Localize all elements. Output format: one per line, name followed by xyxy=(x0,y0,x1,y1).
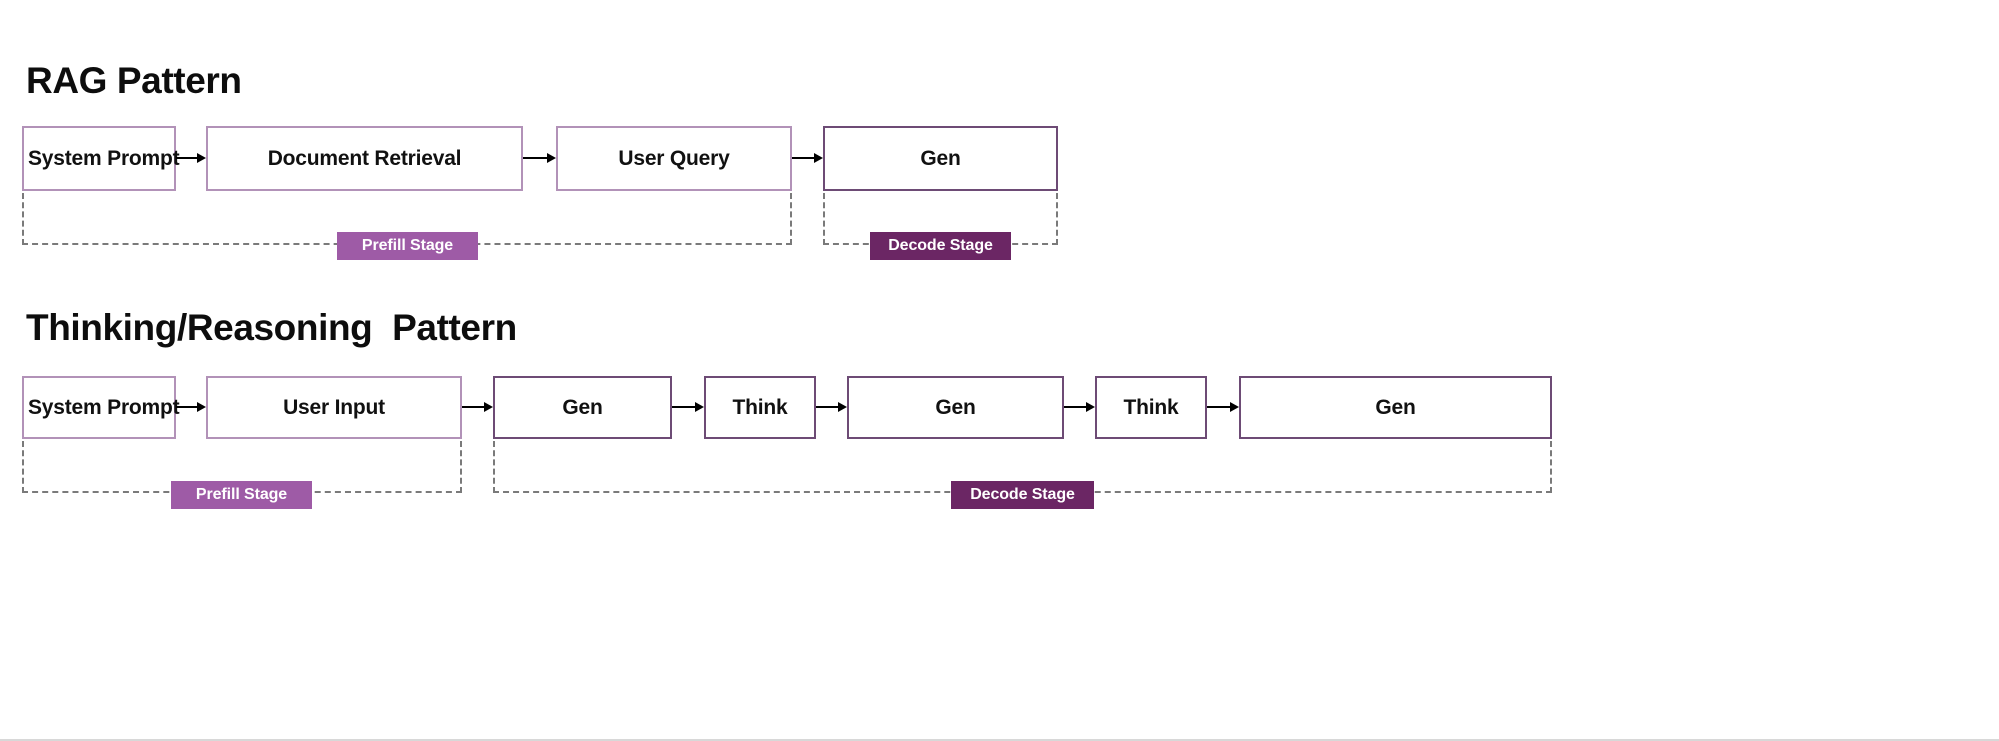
arrow-think-1-to-gen-2 xyxy=(816,400,847,414)
flow-box-label: Gen xyxy=(562,395,603,419)
flow-box-label: System Prompt xyxy=(28,146,180,170)
flow-box-system-prompt-rag[interactable]: System Prompt xyxy=(22,126,180,191)
flow-box-think-1[interactable]: Think xyxy=(704,376,816,439)
flow-box-label: Gen xyxy=(1375,395,1416,419)
stage-badge-prefill-rag[interactable]: Prefill Stage xyxy=(337,232,478,260)
flow-box-gen-rag[interactable]: Gen xyxy=(823,126,1058,191)
flow-box-system-prompt-thinking[interactable]: System Prompt xyxy=(22,376,180,439)
section-title-thinking: Thinking/Reasoning Pattern xyxy=(26,307,517,348)
stage-badge-label: Prefill Stage xyxy=(195,486,288,503)
stage-badge-label: Decode Stage xyxy=(888,237,993,254)
arrow-document-retrieval-to-user-query xyxy=(523,151,556,165)
flow-box-user-query[interactable]: User Query xyxy=(556,126,792,191)
arrow-gen-2-to-think-2 xyxy=(1064,400,1095,414)
flow-box-label: Document Retrieval xyxy=(267,146,462,170)
flow-box-label: Think xyxy=(1123,395,1179,419)
arrow-system-prompt-to-user-input xyxy=(176,400,206,414)
stage-badge-label: Decode Stage xyxy=(970,486,1075,503)
stage-badge-label: Prefill Stage xyxy=(361,237,454,254)
flow-box-label: User Input xyxy=(283,395,385,419)
flow-box-label: User Query xyxy=(618,146,730,170)
flow-box-gen-3[interactable]: Gen xyxy=(1239,376,1552,439)
flow-box-gen-2[interactable]: Gen xyxy=(847,376,1064,439)
stage-badge-decode-rag[interactable]: Decode Stage xyxy=(870,232,1011,260)
stage-badge-prefill-thinking[interactable]: Prefill Stage xyxy=(171,481,312,509)
flow-box-gen-1[interactable]: Gen xyxy=(493,376,672,439)
flow-box-label: Think xyxy=(732,395,788,419)
arrow-think-2-to-gen-3 xyxy=(1207,400,1239,414)
flow-box-label: Gen xyxy=(935,395,976,419)
section-title-rag: RAG Pattern xyxy=(26,60,242,101)
flow-box-think-2[interactable]: Think xyxy=(1095,376,1207,439)
arrow-gen-1-to-think-1 xyxy=(672,400,704,414)
flow-box-document-retrieval[interactable]: Document Retrieval xyxy=(206,126,523,191)
arrow-user-query-to-gen xyxy=(792,151,823,165)
arrow-system-prompt-to-document-retrieval xyxy=(176,151,206,165)
stage-badge-decode-thinking[interactable]: Decode Stage xyxy=(951,481,1094,509)
arrow-user-input-to-gen-1 xyxy=(462,400,493,414)
flow-box-label: Gen xyxy=(920,146,961,170)
flow-box-user-input[interactable]: User Input xyxy=(206,376,462,439)
flow-box-label: System Prompt xyxy=(28,395,180,419)
